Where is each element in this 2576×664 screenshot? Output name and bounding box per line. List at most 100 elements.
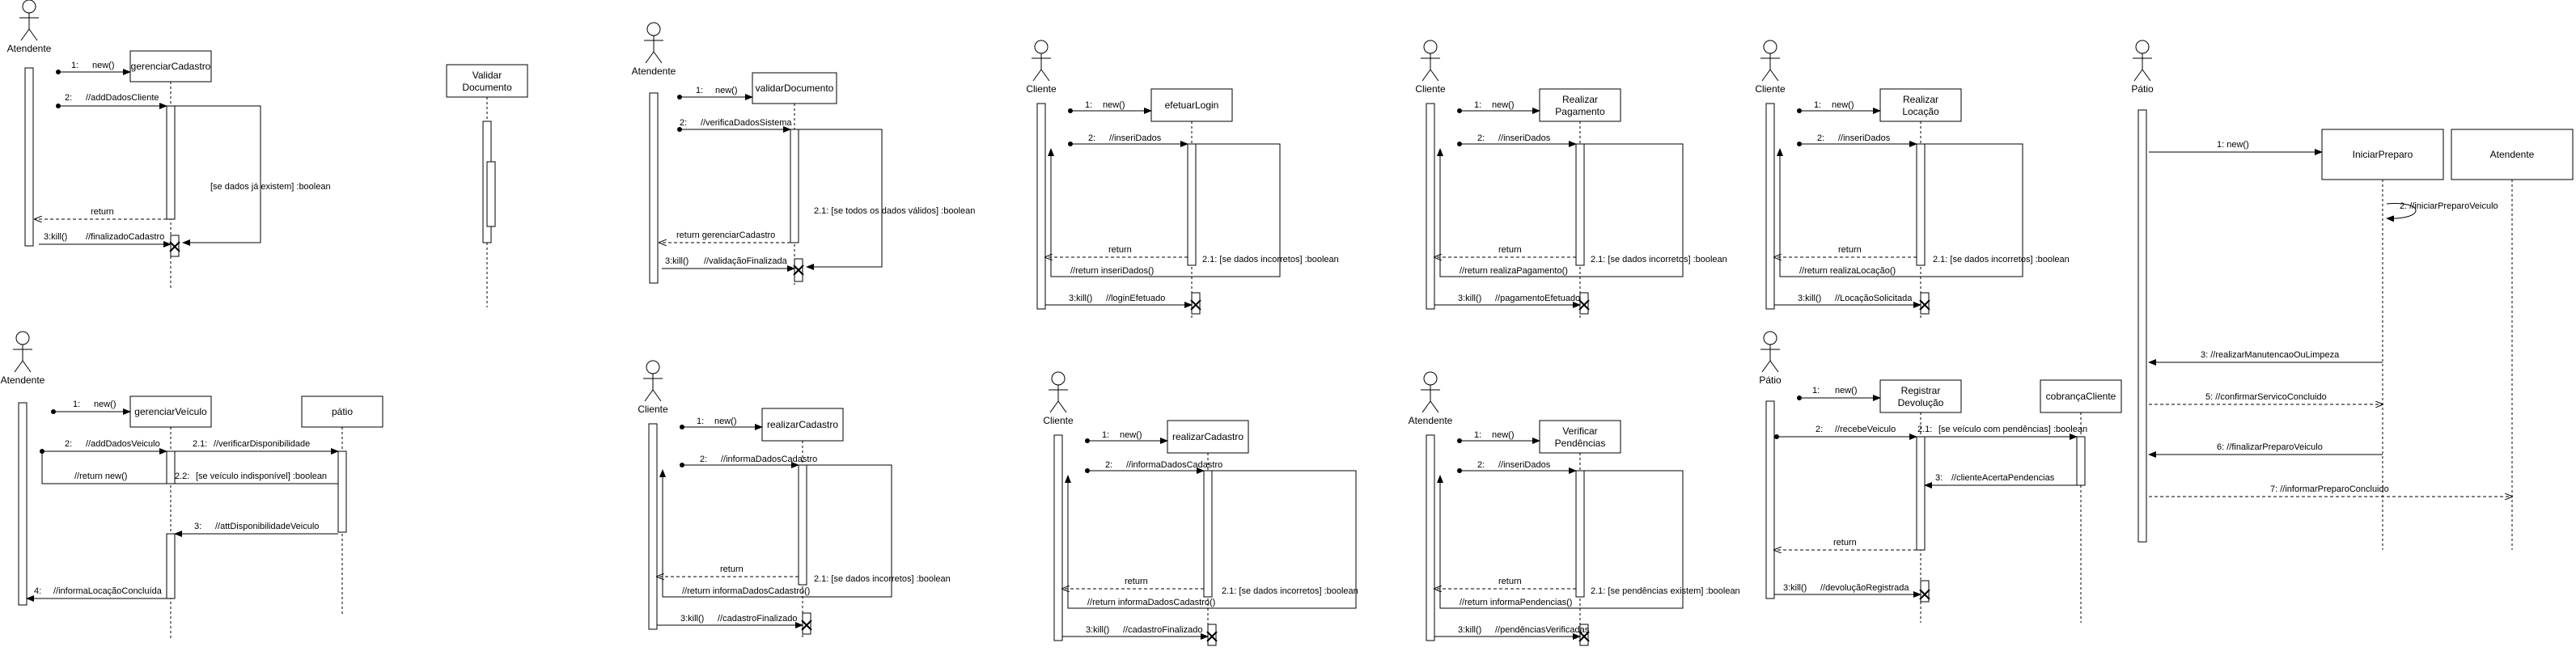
message-label: return [1498,245,1522,255]
message-label: //pagamentoEfetuado [1495,294,1580,303]
activation-bar [18,402,28,606]
message-label: //return inseriDados() [1070,266,1154,276]
message-label: 1: new() [2217,140,2249,150]
lifeline-box [2321,129,2444,180]
activation-bar [337,450,347,533]
activation-bar [1916,436,1926,551]
message-label: [se dados já existem] :boolean [210,182,331,192]
message-number: 1: [696,86,703,95]
activation-bar [790,129,799,243]
message-label: new() [92,61,115,70]
sequence-diagram-d4: ClienteefetuarLogin1:new()2://inseriDado… [1026,40,1339,319]
message-arrow [1437,143,1684,277]
sequence-diagram-d10: ClienterealizarCadastro1:new()2://inform… [1043,371,1358,647]
message-label: 2.1: [se dados incorretos] :boolean [1222,586,1358,596]
message-label: //addDadosVeiculo [86,439,160,449]
lifeline-label: efetuarLogin [1165,99,1219,111]
message-number: 3:kill() [1458,625,1481,635]
message-number: 2: [65,439,72,449]
message-label: //pendênciasVerificadas [1495,625,1590,635]
activation-bar [1575,470,1585,598]
message-label: 2.1: [se pendências existem] :boolean [1591,586,1740,596]
destroy-x-icon [793,264,804,276]
activation-bar [1579,292,1589,315]
message-number: 3:kill() [1086,625,1109,635]
message-label: new() [1835,386,1858,395]
message-label: return [1833,538,1857,548]
activation-bar [166,105,176,220]
lifeline-label: cobrançaCliente [2046,391,2116,402]
message-label: //inseriDados [1498,460,1551,470]
lifeline-label: Registrar [1901,385,1941,396]
destroy-x-icon [1206,631,1218,642]
actor-figure-icon [1760,40,1780,82]
lifeline-box [301,395,383,428]
actor-label: Atendente [1,374,45,386]
message-label: //devoluçãoRegistrada [1820,583,1909,593]
lifeline-label: Verificar [1562,425,1597,437]
message-label: //return realizaLocação() [1799,266,1896,276]
activation-bar [1765,400,1775,599]
lifeline-label: Devolução [1898,397,1944,408]
message-label: //return new() [74,472,127,481]
sequence-diagram-d5: ClienteRealizarPagamento1:new()2://inser… [1415,40,1727,319]
actor-figure-icon [1032,40,1051,82]
activation-bar [1053,434,1063,641]
actor-figure-icon [19,0,39,41]
message-label: new() [1103,100,1125,110]
lifeline-label: Validar [472,70,502,81]
activation-bar [1187,143,1197,266]
message-label: return gerenciarCadastro [676,230,775,240]
message-label: //attDisponibilidadeVeiculo [215,522,319,531]
lifeline-label: validarDocumento [756,82,834,94]
message-label: 2.1: [se dados incorretos] :boolean [814,574,951,584]
message-number: 1: [1814,100,1821,110]
message-label: //verificarDisponibilidade [214,439,310,449]
message-number: 2: [1815,425,1823,434]
destroy-x-icon [1578,299,1590,311]
activation-bar [1203,470,1213,598]
message-label: //inseriDados [1498,133,1551,143]
message-label: 3: //realizarManutencaoOuLimpeza [2201,350,2340,360]
actor-figure-icon [2133,40,2152,82]
message-label: //return informaPendencias() [1460,598,1572,607]
message-label: return [91,207,114,217]
message-label: //addDadosCliente [86,93,159,103]
lifeline-box [1539,420,1621,454]
activation-bar [1426,103,1435,310]
message-number: 1: [1085,100,1092,110]
message-label: //recebeVeiculo [1835,425,1896,434]
message-number: 4: [34,586,41,596]
message-arrow [1048,143,1281,277]
lifeline-label: Realizar [1903,94,1938,105]
message-number: 2.1: [193,439,207,449]
activation-bar [1575,143,1585,266]
activation-bar [166,450,176,484]
message-number: 2: [1817,133,1824,143]
message-label: return [1108,245,1132,255]
message-label: //cadastroFinalizado [1123,625,1202,635]
lifeline-box [2040,379,2122,413]
message-label: //verificaDadosSistema [701,118,792,128]
message-label: new() [1492,430,1515,440]
actor-label: Cliente [1043,415,1074,426]
message-label: new() [714,417,737,426]
activation-bar [1207,624,1217,646]
lifeline-label: realizarCadastro [1172,431,1244,442]
destroy-x-icon [1919,589,1930,600]
activation-bar [1920,292,1930,315]
message-label: return [1125,577,1148,586]
lifeline-label: Pendências [1555,438,1606,449]
message-number: 2: [1477,133,1485,143]
lifeline-box [1167,420,1249,454]
lifeline-box [1879,379,1962,413]
message-label: //informaDadosCadastro [721,455,817,464]
message-label: new() [1120,430,1142,440]
message-label: 2.1: [se dados incorretos] :boolean [1933,255,2070,264]
destroy-x-icon [1190,299,1201,311]
activation-bar [166,533,176,599]
actor-label: Pátio [1759,374,1782,386]
message-number: 2: [700,455,707,464]
message-arrow [175,105,261,246]
message-arrow [2386,203,2417,222]
